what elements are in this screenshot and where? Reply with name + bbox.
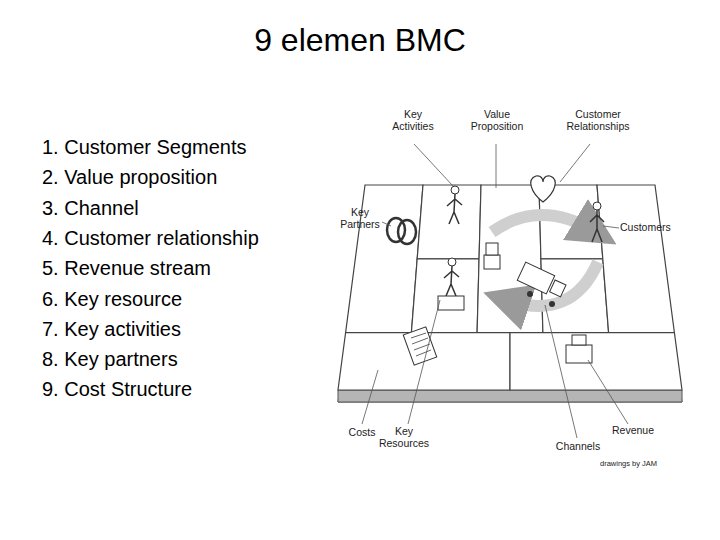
canvas-edge <box>338 390 682 402</box>
list-item: 8. Key partners <box>42 348 342 371</box>
flow-arrow <box>492 215 596 232</box>
callout-label: Customer Relationships <box>560 108 636 132</box>
leader-line <box>362 370 378 424</box>
revenue-block <box>510 333 682 390</box>
leader-line <box>496 144 497 188</box>
customers-block <box>597 185 674 333</box>
callout-label: Key Activities <box>388 108 438 132</box>
callout-label: Customers <box>620 221 690 233</box>
person-head <box>448 258 456 266</box>
flow-arrow <box>506 262 598 306</box>
list-item: 7. Key activities <box>42 318 342 341</box>
cash-register-display <box>572 335 586 345</box>
cart-icon <box>438 296 464 310</box>
slide-title: 9 elemen BMC <box>0 22 720 59</box>
leader-line <box>603 226 619 228</box>
truck-wheel <box>549 301 555 307</box>
ring-icon <box>398 220 416 244</box>
list-item: 2. Value proposition <box>42 166 342 189</box>
list-item: 3. Channel <box>42 197 342 220</box>
credit-note: drawings by JAM <box>600 460 680 469</box>
list-item: 1. Customer Segments <box>42 136 342 159</box>
truck-body <box>517 262 554 294</box>
leader-line <box>588 360 628 424</box>
person-head <box>593 202 601 210</box>
person-body <box>444 266 459 296</box>
list-item: 4. Customer relationship <box>42 227 342 250</box>
list-item: 5. Revenue stream <box>42 257 342 280</box>
person-head <box>451 186 459 194</box>
list-item: 6. Key resource <box>42 288 342 311</box>
customer-figure <box>590 210 604 242</box>
callout-label: Costs <box>340 426 384 438</box>
truck-wheel <box>527 291 533 297</box>
list-item: 9. Cost Structure <box>42 378 342 401</box>
callout-label: Key Resources <box>376 425 432 449</box>
callout-label: Revenue <box>610 424 656 436</box>
leader-line <box>408 300 440 424</box>
document-lines <box>411 333 431 356</box>
key-resources-block <box>411 259 479 333</box>
callout-label: Channels <box>548 440 608 452</box>
package-icon <box>486 243 498 255</box>
leader-line <box>382 222 391 226</box>
truck-cab <box>550 280 566 297</box>
leader-line <box>545 305 577 438</box>
leader-line <box>560 144 590 182</box>
callout-label: Value Proposition <box>465 108 529 132</box>
callout-label: Key Partners <box>336 206 384 230</box>
leader-line <box>414 144 453 186</box>
person-body <box>447 194 462 224</box>
key-activities-block <box>417 185 481 259</box>
heart-icon <box>531 176 555 202</box>
package-icon <box>484 255 500 269</box>
